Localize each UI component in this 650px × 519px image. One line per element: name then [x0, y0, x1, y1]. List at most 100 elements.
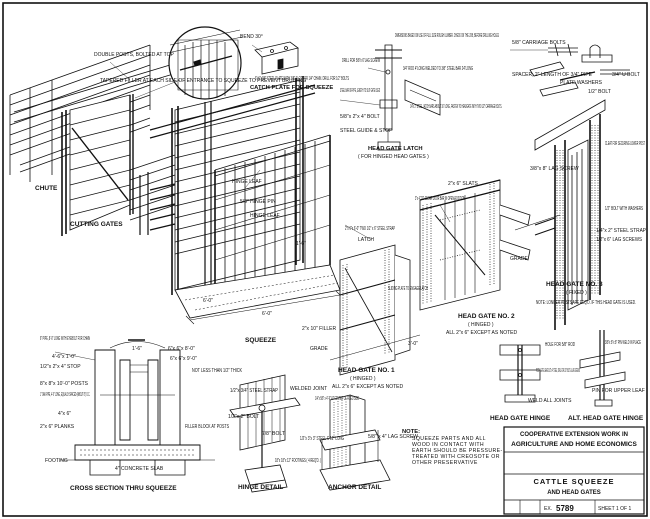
callout-half-bolt: 1/2" BOLT [588, 89, 611, 95]
callout-pipe-1-6: 1'-6" [132, 346, 142, 352]
callout-planks: 2"x 6" PLANKS [40, 424, 75, 430]
callout-plate-washers: PLATE WASHERS [560, 80, 603, 86]
head-gate-1-note: ALL 2"x 6" EXCEPT AS NOTED [332, 384, 403, 390]
cutting-gates [61, 94, 134, 236]
anchor-detail-title: ANCHOR DETAIL [328, 484, 381, 491]
head-gate-2-drawing [419, 179, 531, 311]
dim-6-0-b: 6'-0" [262, 311, 272, 317]
head-gate-1-hinged: ( HINGED ) [350, 376, 376, 382]
title-block-org2: AGRICULTURE AND HOME ECONOMICS [511, 441, 637, 448]
callout-footing: FOOTING [45, 458, 68, 464]
title-block-ex-label: EX. [544, 506, 552, 512]
catch-plate-part [254, 41, 299, 75]
callout-hinge-pin: 5/8" HINGE PIN [240, 199, 276, 205]
callout-hinge-leaf: HINGE LEAF [232, 179, 262, 185]
callout-center-footing: 1/4"x 5/8" x 4"-6" AT CENTER OF FIXED SI… [315, 396, 359, 402]
head-gate-3-note: NOTE: LONGER POSTS ARE REQ'D. IF THIS HE… [536, 300, 636, 306]
dim-1-6: 1'-6" [296, 241, 306, 247]
alt-head-gate-hinge-drawing [579, 330, 626, 407]
callout-engage-latch: SLIDING PLATE TO ENGAGE LATCH [388, 286, 428, 292]
label-squeeze: SQUEEZE [245, 337, 277, 344]
callout-lag-screws: 1/2"x 6" LAG SCREWS [596, 237, 643, 243]
callout-dimensions-note: DIMENSIONS BASED ON USE OF FULL SIZE ROU… [395, 33, 499, 39]
callout-not-less: NOT LESS THAN 1/2" THICK [192, 368, 242, 374]
head-gate-3-fixed: ( FIXED ) [566, 290, 587, 296]
anchor-detail-drawing [319, 394, 391, 491]
callout-half-bolt-washers: 1/2" BOLT WITH WASHERS [605, 206, 643, 212]
callout-latch-bar-spec: 3/4" ROD 4"LONG WELDED TO 3/8" STEEL BAR… [403, 66, 473, 72]
hinge-detail-drawing [229, 374, 301, 493]
callout-hinge-leaf-2: HINGE LEAF [250, 213, 280, 219]
chute-right-rails [129, 154, 176, 235]
head-gate-1-drawing [329, 244, 421, 376]
callout-filler-block: FILLER BLOCK AT POSTS [185, 424, 229, 430]
cross-section-drawing [60, 339, 215, 476]
callout-latch-bars: 1/4"x 2" STEEL LATCH BARS ABOUT 16" LONG… [410, 104, 502, 110]
head-gate-2-title: HEAD GATE NO. 2 [458, 313, 515, 320]
callout-catch-plate-spec: 6"x6"x3/8" STEEL PLATE WITH 3/8" SLOT FO… [255, 76, 349, 82]
callout-half-bolt-steel: 1/2"x 3/4" STEEL STRAP [230, 388, 279, 394]
callout-u-bolt: 3/4" U BOLT [612, 72, 640, 78]
head-gate-2-hinged: ( HINGED ) [468, 322, 494, 328]
grade-label-2: GRADE [510, 256, 528, 262]
callout-gate-brace: 2"x 6"x 6'-0" TWO 1/2" x 6" STEEL STRAP [345, 226, 395, 232]
note-body-container: SQUEEZE PARTS AND ALL WOOD IN CONTACT WI… [412, 436, 503, 466]
callout-lag-screw-45: 5/8" x 4" LAG SCREW [368, 434, 418, 440]
title-block-subtitle: AND HEAD GATES [547, 490, 601, 496]
callout-steel-strap: 1/4"x 2" STEEL STRAP [596, 228, 647, 234]
callout-slats: 2"x 6" SLATS [448, 181, 479, 187]
head-gate-1-title: HEAD GATE NO. 1 [338, 367, 395, 374]
title-block-sheet: SHEET 1 OF 1 [598, 506, 631, 512]
callout-pipe-spec: 6" PIPE, 8'-0" LONG WITH EYEBOLT FOR CHA… [40, 336, 90, 342]
label-chute: CHUTE [35, 185, 58, 192]
callout-bot-1: 6"x 6"x 8'-0" [168, 346, 195, 352]
grade-label: GRADE [310, 346, 328, 352]
callout-bolt-78: 7/8" BOLT [262, 431, 285, 437]
head-gate-hinge-title: HEAD GATE HINGE [490, 415, 551, 422]
callout-drill-for-bolt: DRILL FOR 5/8"x 6"LAG SCREW [342, 58, 380, 64]
callout-clear-latch: 3"x 4" TO CLEAR DOOR BAR IN OPEN POSITIO… [415, 196, 465, 202]
hinge-detail-title: HINGE DETAIL [238, 484, 283, 491]
callout-carriage-bolts: 5/8" CARRIAGE BOLTS [512, 40, 566, 46]
head-gate-latch-title: HEAD GATE LATCH [368, 146, 423, 152]
title-block-title: CATTLE SQUEEZE [534, 477, 615, 486]
callout-tapered-filler: TAPERED FILLER AT EACH SIDE OF ENTRANCE … [100, 78, 306, 84]
callout-footings-4: 18"x 18"x 12" FOOTINGS ( 4 REQ'D. ) [275, 458, 321, 464]
callout-steel-guide: STEEL GUIDE & STOP [340, 128, 393, 134]
callout-weld-joints: WELD ALL JOINTS [528, 398, 572, 404]
squeeze-drawing [149, 76, 345, 325]
callout-pin-upper: PIN FOR UPPER LEAF [592, 388, 645, 394]
note-body: SQUEEZE PARTS AND ALL WOOD IN CONTACT WI… [412, 436, 503, 466]
callout-hole-for-bolt: 1/2"x 2" BOLT [228, 414, 259, 420]
dim-3-0: 3'-0" [408, 341, 418, 347]
callout-concrete-slab: 4" CONCRETE SLAB [115, 466, 164, 472]
callout-latch: LATCH [358, 237, 374, 243]
callout-oak-pipe: 1" OAK PIPE, 4'-0" LONG, EQUALLY SPACED … [40, 392, 90, 398]
callout-bend-30: BEND 30° [240, 34, 263, 40]
title-block-plan-number: 5789 [556, 504, 574, 513]
dim-6-0: 6'-0" [203, 298, 213, 304]
head-gate-latch-drawing [375, 44, 441, 151]
head-gate-latch-subtitle: ( FOR HINGED HEAD GATES ) [358, 154, 429, 160]
title-block-org: COOPERATIVE EXTENSION WORK IN [520, 432, 628, 438]
note-title: NOTE: [402, 429, 420, 435]
callout-spacer: SPACER, 2" LENGTH OF 3/4" PIPE [512, 72, 593, 78]
callout-double-posts: DOUBLE POSTS, BOLTED AT TOP [94, 52, 175, 58]
callout-welded-in-place: 3/8"x 8"x 8" PIN WELD IN PLACE [605, 340, 641, 346]
catch-plate-detail [168, 26, 243, 100]
callout-bolt-58: 5/8"x 2"x 4" BOLT [340, 114, 380, 120]
callout-steel-bar-pipe: STEEL BAR OR PIPE, LENGTH TO SUIT GATE U… [340, 88, 380, 94]
leader-lines [54, 44, 548, 361]
callout-stop: 1/2"x 2"x 4" STOP [40, 364, 81, 370]
callout-filler: 2"x 10" FILLER [302, 326, 337, 332]
callout-bot-2: 6"x 6"x 9'-0" [170, 356, 197, 362]
head-gate-2-note: ALL 2"x 6" EXCEPT AS NOTED [446, 330, 517, 336]
label-cutting-gates: CUTTING GATES [70, 221, 123, 228]
head-gate-hinge-drawing [499, 344, 541, 403]
callout-lag-screw-38: 3/8"x 8" LAG SCREW [530, 166, 579, 172]
callout-hole-rod: HOLE FOR 5/8" ROD [545, 342, 575, 348]
callout-dim-4-6: 4'-6"x 1'-0" [52, 354, 76, 360]
alt-head-gate-hinge-title: ALT. HEAD GATE HINGE [568, 415, 644, 422]
